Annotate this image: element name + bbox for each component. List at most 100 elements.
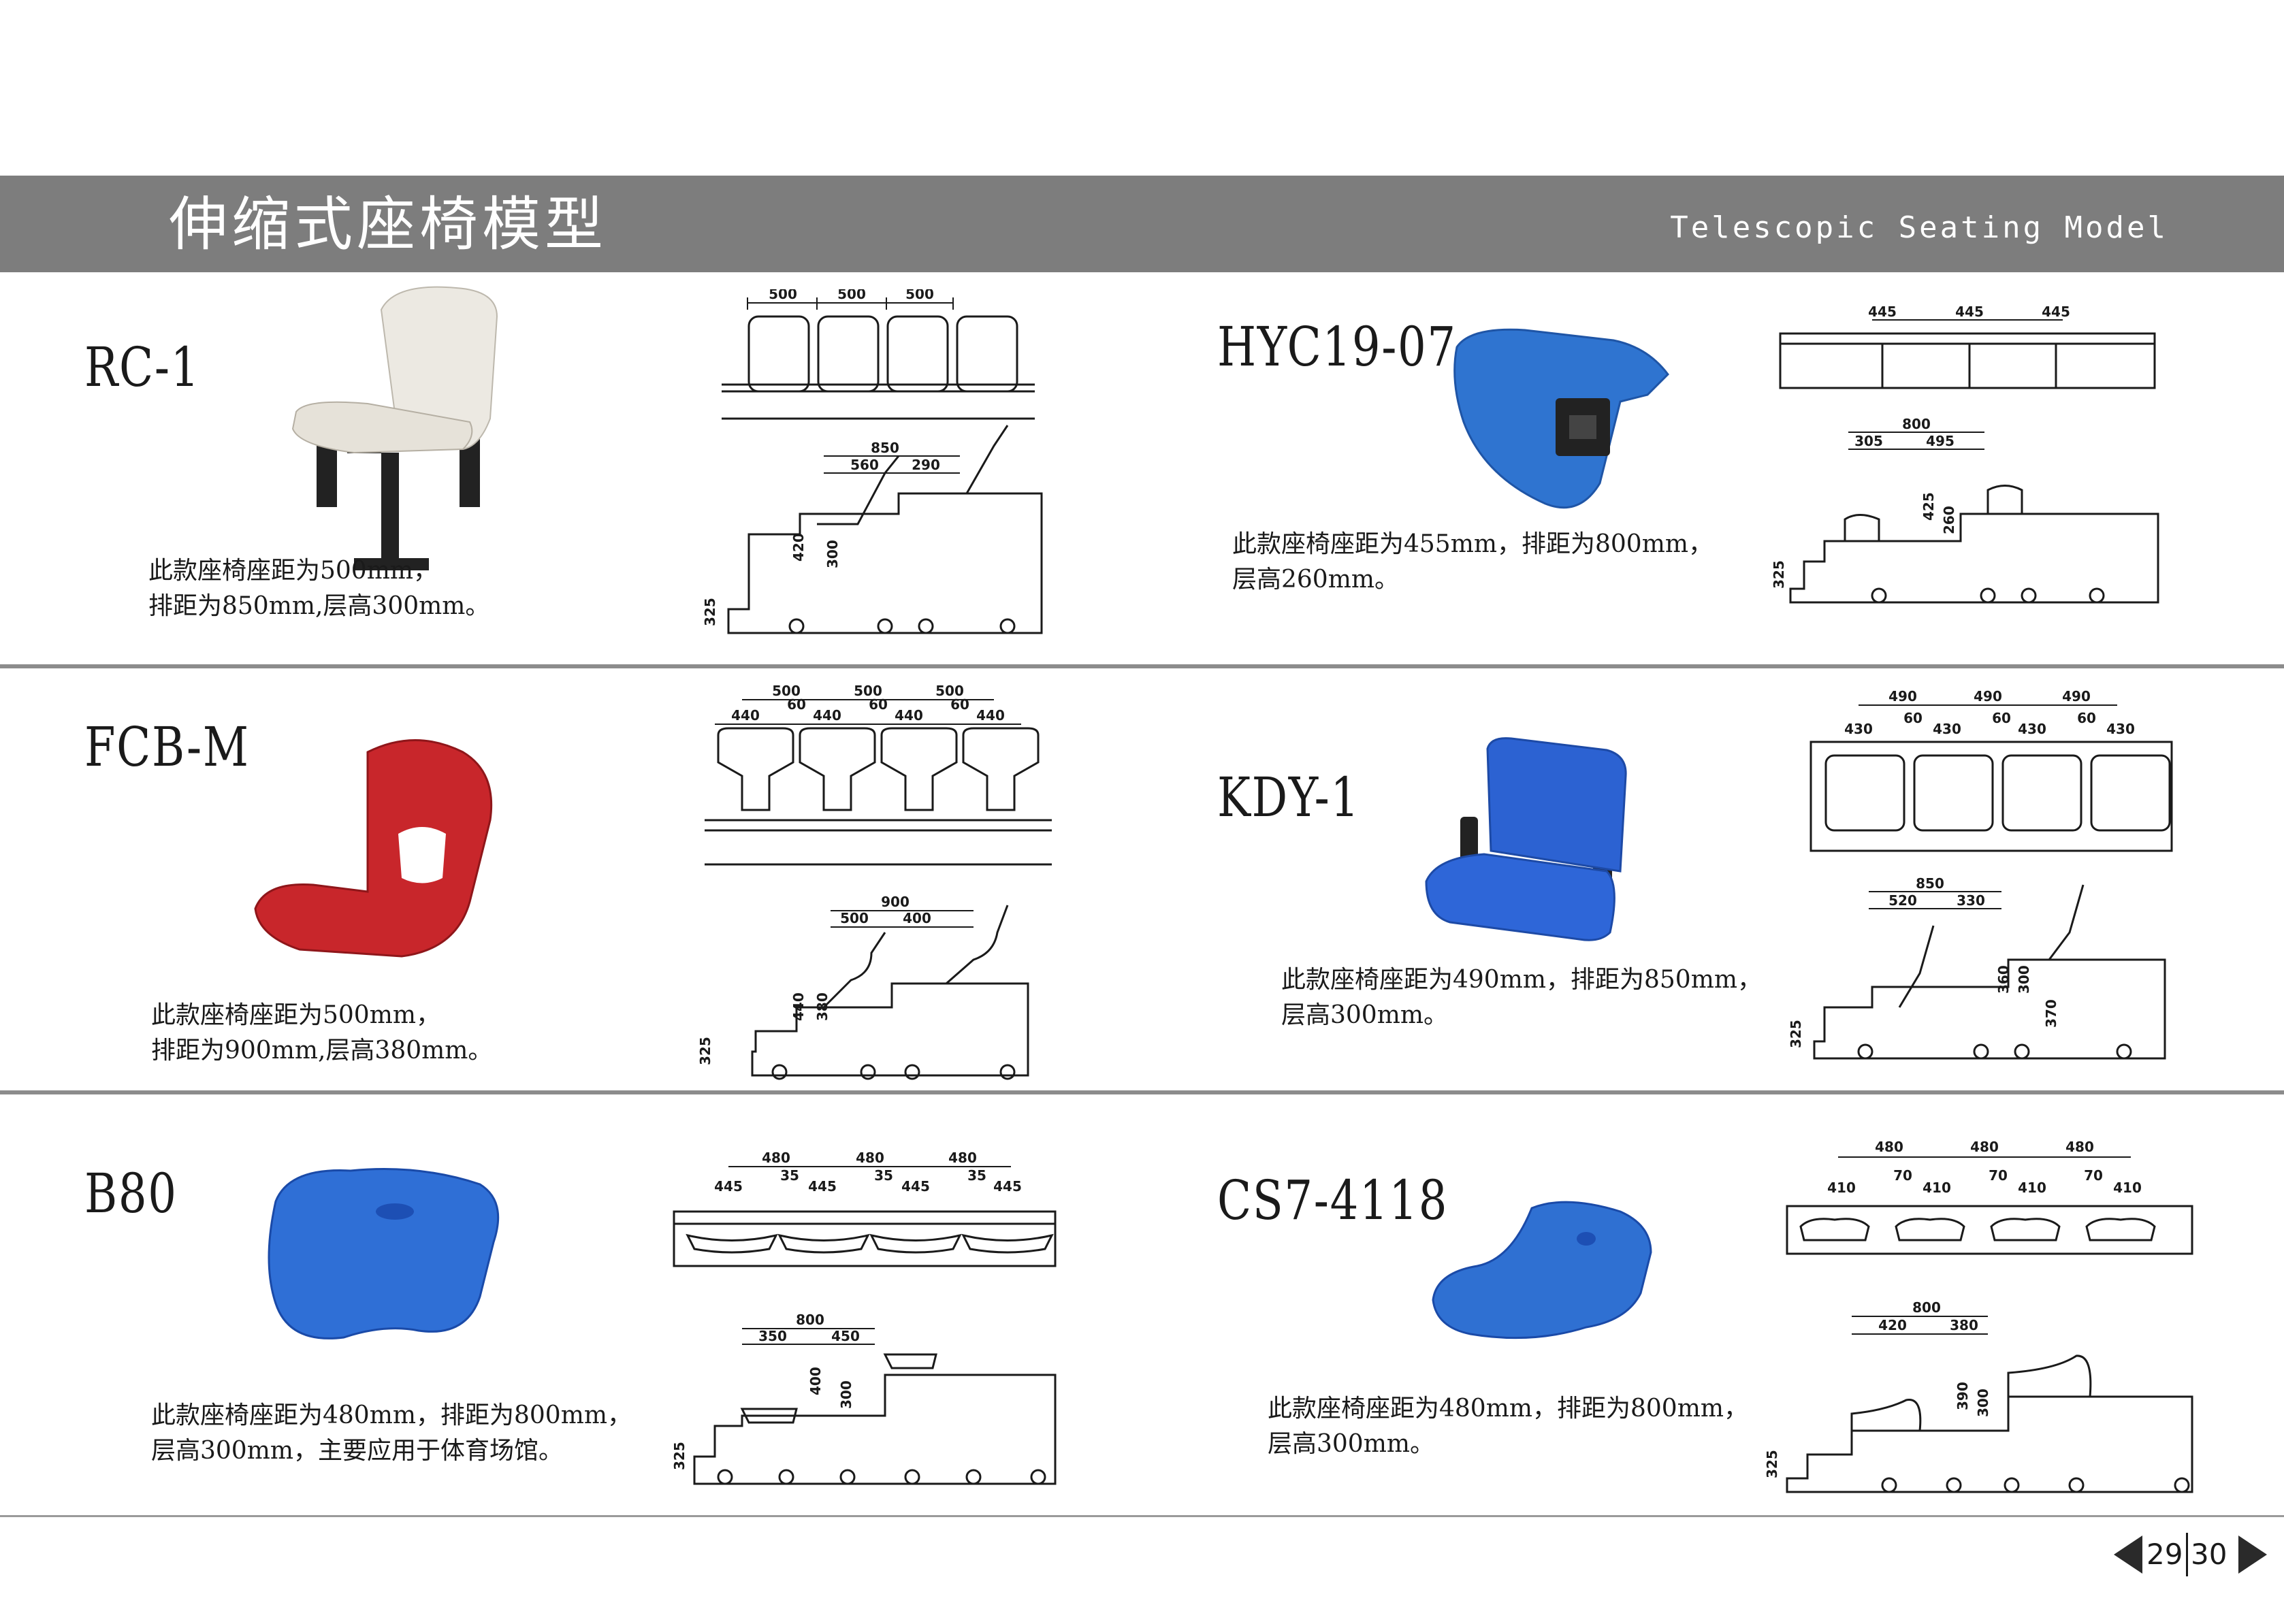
dim-cs7-top-7: 70 xyxy=(1989,1167,2008,1184)
dim-fcbm-top-1: 500 xyxy=(772,683,801,699)
dim-fcbm-top-10: 440 xyxy=(976,707,1005,724)
dim-hyc-side-6: 325 xyxy=(1771,560,1787,589)
dim-fcbm-side-1: 900 xyxy=(881,894,910,910)
pager-separator xyxy=(2186,1533,2188,1576)
model-desc-kdy1-line2: 层高300mm。 xyxy=(1281,1001,1448,1029)
seat-photo-b80 xyxy=(268,1168,500,1339)
dim-kdy-side-3: 330 xyxy=(1957,892,1985,909)
dim-fcbm-top-4: 440 xyxy=(731,707,760,724)
model-desc-hyc1907-line2: 层高260mm。 xyxy=(1232,566,1399,594)
model-desc-cs74118-line1: 此款座椅座距为480mm，排距为800mm， xyxy=(1268,1395,1748,1423)
seat-photo-rc1 xyxy=(291,286,498,570)
dim-kdy-top-1: 490 xyxy=(1888,688,1917,704)
dim-fcbm-top-5: 60 xyxy=(787,696,806,713)
dim-rc1-top-1: 500 xyxy=(769,289,797,302)
row-divider-2 xyxy=(0,1090,2284,1094)
dim-cs7-top-9: 70 xyxy=(2084,1167,2103,1184)
dim-fcbm-side-3: 400 xyxy=(903,910,931,926)
model-name-rc1: RC-1 xyxy=(84,336,201,399)
dim-kdy-top-5: 60 xyxy=(1903,710,1923,726)
page-title: 伸缩式座椅模型 xyxy=(169,191,607,259)
dim-rc1-top-3: 500 xyxy=(905,289,934,302)
drawing-b80: 480 480 480 445 35 445 35 445 35 445 800… xyxy=(671,1150,1057,1485)
model-desc-fcbm-line1: 此款座椅座距为500mm， xyxy=(151,1001,440,1029)
dim-b80-top-8: 445 xyxy=(901,1178,930,1195)
page-subtitle: Telescopic Seating Model xyxy=(1670,210,2168,245)
dim-fcbm-top-9: 60 xyxy=(950,696,969,713)
dim-fcbm-top-3: 500 xyxy=(935,683,964,699)
dim-kdy-side-7: 325 xyxy=(1788,1020,1804,1048)
dim-hyc-top-3: 445 xyxy=(2042,304,2070,320)
model-desc-kdy1-line1: 此款座椅座距为490mm，排距为850mm， xyxy=(1281,966,1762,994)
dim-b80-side-3: 450 xyxy=(831,1328,860,1344)
header-band xyxy=(0,176,2284,272)
dim-hyc-side-3: 495 xyxy=(1926,433,1955,449)
page-number-right: 30 xyxy=(2191,1538,2227,1571)
row-divider-1 xyxy=(0,664,2284,668)
model-desc-b80-line2: 层高300mm，主要应用于体育场馆。 xyxy=(151,1437,563,1465)
dim-b80-top-9: 35 xyxy=(967,1167,986,1184)
dim-fcbm-side-5: 380 xyxy=(814,992,831,1021)
dim-b80-top-5: 35 xyxy=(780,1167,799,1184)
dim-b80-side-5: 300 xyxy=(838,1380,854,1409)
dim-cs7-top-1: 480 xyxy=(1875,1139,1903,1155)
model-name-hyc1907: HYC19-07 xyxy=(1217,315,1457,378)
dim-cs7-top-2: 480 xyxy=(1970,1139,1999,1155)
dim-b80-top-6: 445 xyxy=(808,1178,837,1195)
next-page-arrow-icon[interactable] xyxy=(2238,1536,2267,1574)
dim-b80-side-6: 325 xyxy=(671,1442,688,1470)
seat-photo-fcbm xyxy=(254,739,493,958)
model-name-b80: B80 xyxy=(84,1162,178,1225)
dim-cs7-side-6: 325 xyxy=(1764,1450,1780,1478)
dim-cs7-top-10: 410 xyxy=(2113,1180,2142,1196)
dim-cs7-side-5: 300 xyxy=(1975,1388,1991,1417)
model-desc-rc1-line1: 此款座椅座距为500mm， xyxy=(148,557,438,585)
seat-photo-hyc1907 xyxy=(1453,328,1669,509)
dim-kdy-top-3: 490 xyxy=(2062,688,2091,704)
dim-hyc-side-5: 260 xyxy=(1941,506,1957,534)
dim-rc1-top-2: 500 xyxy=(837,289,866,302)
dim-rc1-side-3: 290 xyxy=(912,457,940,473)
dim-cs7-side-1: 800 xyxy=(1912,1299,1941,1316)
dim-fcbm-side-2: 500 xyxy=(840,910,869,926)
dim-b80-top-2: 480 xyxy=(856,1150,884,1166)
dim-kdy-top-8: 430 xyxy=(2018,721,2046,737)
model-desc-b80-line1: 此款座椅座距为480mm，排距为800mm， xyxy=(151,1401,632,1429)
dim-hyc-side-1: 800 xyxy=(1902,416,1931,432)
dim-cs7-top-5: 70 xyxy=(1893,1167,1912,1184)
dim-fcbm-top-2: 500 xyxy=(854,683,882,699)
dim-b80-side-2: 350 xyxy=(758,1328,787,1344)
page-pager: 29 30 xyxy=(2114,1531,2267,1578)
dim-cs7-side-4: 390 xyxy=(1955,1382,1971,1410)
dim-b80-top-4: 445 xyxy=(714,1178,743,1195)
seat-photo-cs74118 xyxy=(1432,1201,1652,1339)
dim-kdy-top-10: 430 xyxy=(2106,721,2135,737)
model-desc-fcbm-line2: 排距为900mm,层高380mm。 xyxy=(151,1037,493,1065)
dim-rc1-side-6: 325 xyxy=(702,598,718,626)
dim-rc1-side-5: 300 xyxy=(824,540,841,568)
dim-fcbm-top-7: 60 xyxy=(869,696,888,713)
dim-b80-top-10: 445 xyxy=(993,1178,1022,1195)
model-desc-rc1-line2: 排距为850mm,层高300mm。 xyxy=(148,592,490,620)
seat-photo-kdy1 xyxy=(1425,737,1627,941)
dim-cs7-top-4: 410 xyxy=(1827,1180,1856,1196)
dim-hyc-top-2: 445 xyxy=(1955,304,1984,320)
dim-kdy-top-4: 430 xyxy=(1844,721,1873,737)
model-name-cs74118: CS7-4118 xyxy=(1217,1169,1449,1232)
dim-cs7-top-6: 410 xyxy=(1923,1180,1951,1196)
dim-b80-side-4: 400 xyxy=(807,1367,824,1395)
model-name-kdy1: KDY-1 xyxy=(1217,766,1360,829)
drawing-fcbm: 500 500 500 440 60 440 60 440 60 440 900… xyxy=(697,683,1052,1080)
dim-fcbm-side-6: 325 xyxy=(697,1037,713,1065)
drawing-rc1: 500 500 500 850 560 290 420 300 325 xyxy=(702,289,1043,634)
model-name-fcbm: FCB-M xyxy=(84,715,250,779)
prev-page-arrow-icon[interactable] xyxy=(2114,1536,2142,1574)
dim-kdy-side-2: 520 xyxy=(1888,892,1917,909)
dim-rc1-side-1: 850 xyxy=(871,440,899,456)
dim-fcbm-side-4: 440 xyxy=(790,992,807,1021)
dim-fcbm-top-8: 440 xyxy=(895,707,923,724)
model-desc-hyc1907-line1: 此款座椅座距为455mm，排距为800mm， xyxy=(1232,530,1713,558)
dim-fcbm-top-6: 440 xyxy=(813,707,841,724)
dim-kdy-top-2: 490 xyxy=(1974,688,2002,704)
dim-kdy-top-7: 60 xyxy=(1992,710,2011,726)
